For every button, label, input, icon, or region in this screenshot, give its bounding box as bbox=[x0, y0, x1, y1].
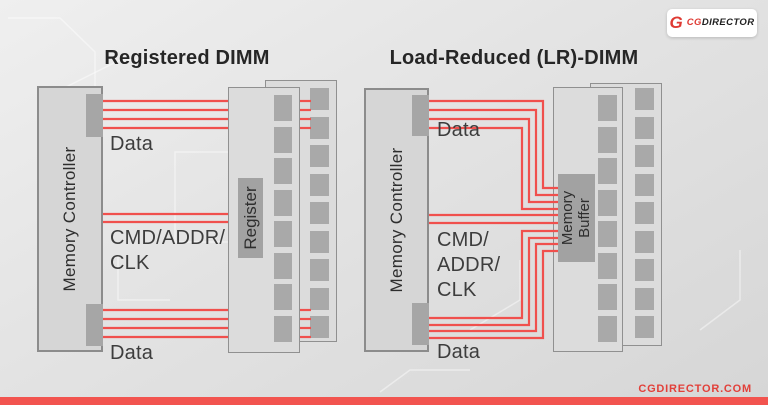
lrdimm-controller-pad-top bbox=[412, 95, 429, 136]
dram-chip bbox=[598, 189, 617, 216]
lrdimm-memory-buffer-chip: Memory Buffer bbox=[558, 174, 595, 262]
dram-chip bbox=[310, 230, 329, 253]
wordmark-director: DIRECTOR bbox=[701, 17, 755, 29]
dram-chip bbox=[635, 88, 654, 110]
dram-chip bbox=[598, 126, 617, 153]
rdimm-cmd-addr-clk-label: CMD/ADDR/ CLK bbox=[110, 227, 226, 274]
lrdimm-data-top-label: Data bbox=[437, 119, 481, 141]
dram-chip bbox=[598, 284, 617, 310]
rdimm-data-top-label: Data bbox=[110, 133, 154, 155]
dram-chip bbox=[635, 116, 654, 139]
dram-chip bbox=[635, 316, 654, 338]
dram-chip bbox=[598, 252, 617, 279]
title-registered-dimm: Registered DIMM bbox=[104, 47, 270, 69]
rdimm-register-chip-label: Register bbox=[240, 186, 260, 250]
lrdimm-memory-controller-label: Memory Controller bbox=[386, 147, 406, 293]
dram-chip bbox=[274, 95, 292, 121]
dram-chip bbox=[598, 315, 617, 342]
dram-chip bbox=[310, 116, 329, 139]
cgdirector-g-icon: G bbox=[669, 12, 683, 32]
footer-red-bar bbox=[0, 397, 768, 405]
dram-chip bbox=[310, 202, 329, 224]
dram-chip bbox=[274, 126, 292, 153]
dram-chip bbox=[274, 252, 292, 279]
dram-chip bbox=[274, 221, 292, 247]
dram-chip bbox=[310, 259, 329, 281]
lrdimm-cmd-addr-clk-label: CMD/ ADDR/ CLK bbox=[437, 229, 501, 301]
rdimm-data-bottom-label: Data bbox=[110, 342, 154, 364]
footer-site-text: CGDIRECTOR.COM bbox=[638, 383, 752, 395]
dram-chip bbox=[310, 316, 329, 338]
dram-chip bbox=[310, 88, 329, 110]
dram-chip bbox=[635, 145, 654, 167]
cgdirector-logo: G CGDIRECTOR bbox=[667, 9, 757, 37]
wordmark-cg: CG bbox=[686, 17, 702, 29]
title-load-reduced-dimm: Load-Reduced (LR)-DIMM bbox=[389, 47, 639, 69]
rdimm-controller-pad-top bbox=[86, 94, 103, 137]
rdimm-controller-pad-bottom bbox=[86, 304, 103, 346]
dram-chip bbox=[635, 259, 654, 281]
dram-chip bbox=[635, 287, 654, 310]
dram-chip bbox=[598, 95, 617, 121]
dram-chip bbox=[310, 145, 329, 167]
dram-chip bbox=[598, 158, 617, 184]
dram-chip bbox=[274, 158, 292, 184]
dram-chip bbox=[635, 202, 654, 224]
lrdimm-memory-buffer-chip-label: Memory Buffer bbox=[558, 190, 593, 246]
lrdimm-data-bottom-label: Data bbox=[437, 341, 481, 363]
dram-chip bbox=[274, 189, 292, 216]
rdimm-register-chip: Register bbox=[238, 178, 263, 258]
dram-chip bbox=[635, 230, 654, 253]
dram-chip bbox=[274, 284, 292, 310]
dram-chip bbox=[274, 315, 292, 342]
dram-chip bbox=[310, 173, 329, 196]
dram-chip bbox=[635, 173, 654, 196]
lrdimm-controller-pad-bottom bbox=[412, 303, 429, 345]
cgdirector-wordmark: CGDIRECTOR bbox=[687, 18, 755, 28]
dram-chip bbox=[598, 221, 617, 247]
dram-chip bbox=[310, 287, 329, 310]
rdimm-memory-controller-label: Memory Controller bbox=[60, 146, 79, 292]
